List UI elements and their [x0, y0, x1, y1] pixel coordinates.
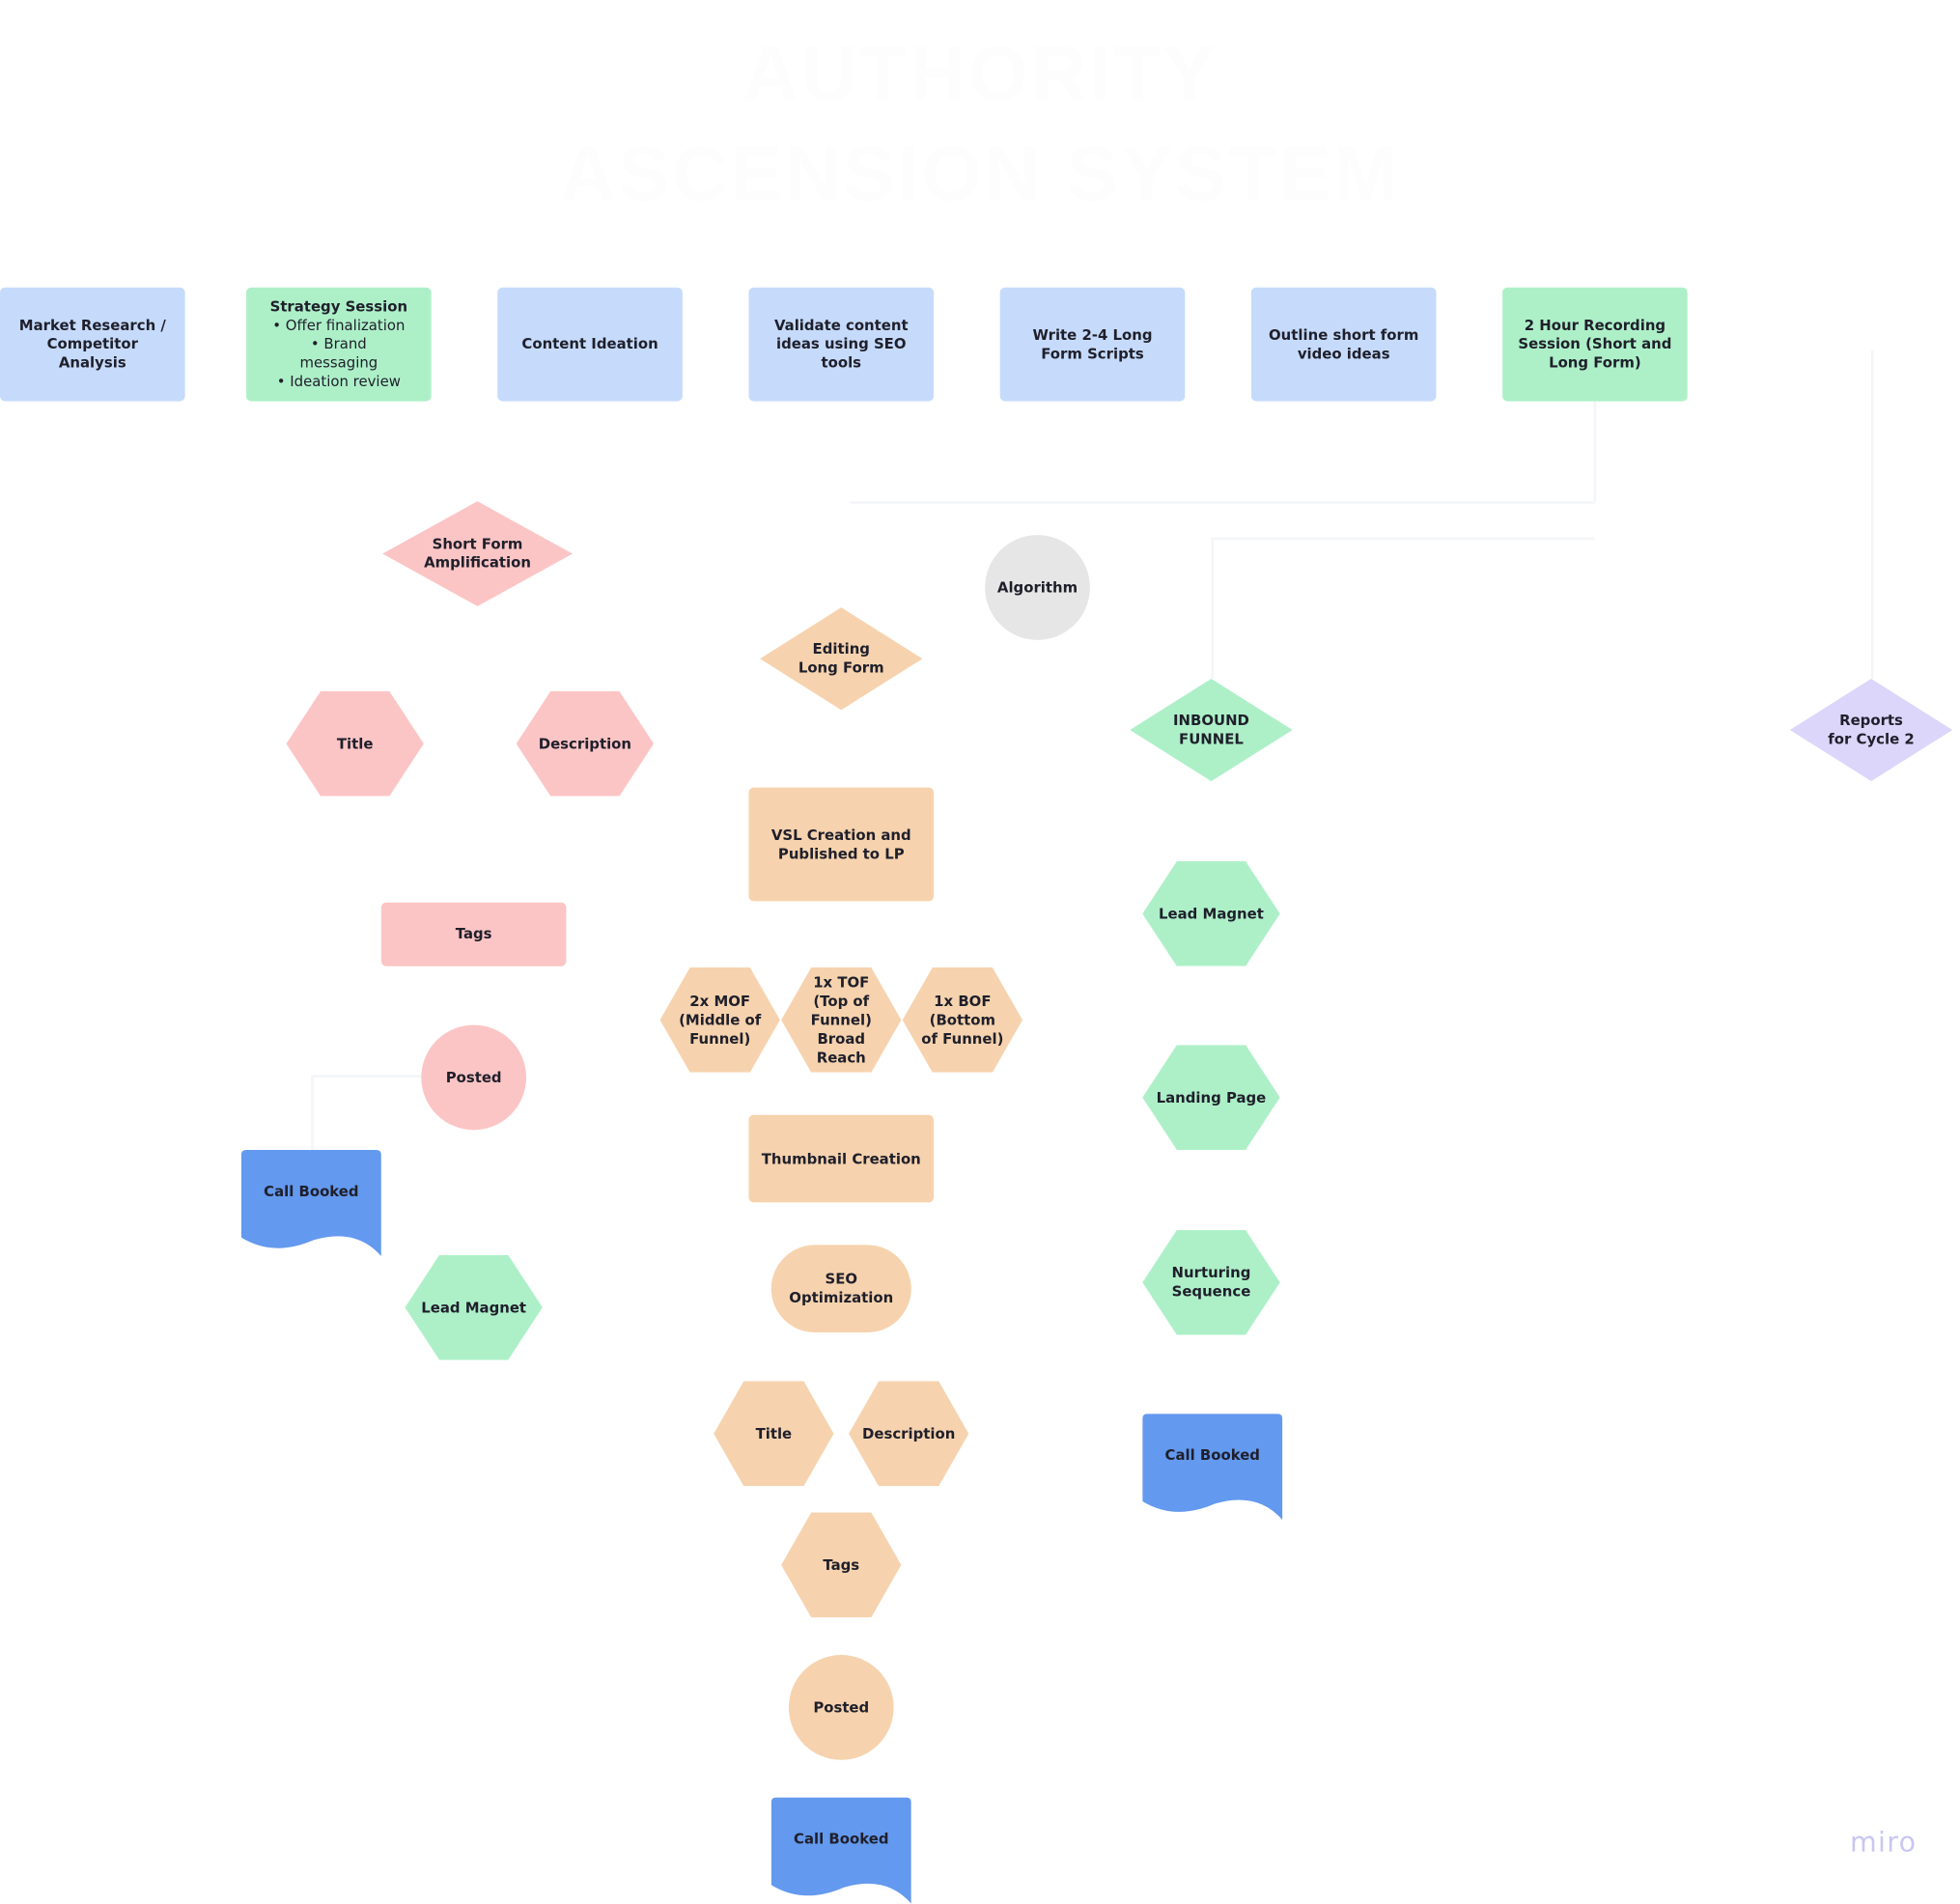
algorithm-circle[interactable]: Algorithm: [985, 535, 1090, 640]
miro-logo: miro: [1850, 1827, 1918, 1860]
document-shape: [1142, 1414, 1283, 1521]
board-title-line1: AUTHORITY: [742, 31, 1218, 118]
strategy-bullet: • Offer finalization: [272, 316, 406, 334]
connector: [1211, 537, 1215, 679]
short-form-tags-card[interactable]: Tags: [380, 902, 567, 966]
tof-hex[interactable]: 1x TOF (Top of Funnel) Broad Reach: [781, 967, 902, 1073]
mof-hex[interactable]: 2x MOF (Middle of Funnel): [659, 967, 780, 1073]
landing-page-hex[interactable]: Landing Page: [1142, 1045, 1280, 1151]
strategy-bullet: messaging: [299, 353, 378, 372]
long-form-posted-circle[interactable]: Posted: [788, 1655, 894, 1760]
nurturing-sequence-hex[interactable]: Nurturing Sequence: [1142, 1229, 1280, 1335]
document-shape: [770, 1797, 911, 1904]
long-form-tags-hex[interactable]: Tags: [781, 1512, 902, 1618]
content-ideation-card[interactable]: Content Ideation: [497, 287, 683, 402]
short-form-amplification-diamond[interactable]: Short Form Amplification: [382, 501, 573, 606]
write-scripts-card[interactable]: Write 2-4 Long Form Scripts: [999, 287, 1186, 402]
long-form-title-hex[interactable]: Title: [714, 1381, 834, 1487]
short-form-posted-circle[interactable]: Posted: [421, 1024, 527, 1131]
call-booked-label: Call Booked: [264, 1182, 359, 1200]
seo-optimization-stadium[interactable]: SEO Optimization: [770, 1245, 911, 1333]
connector: [850, 501, 1595, 504]
short-form-lead-magnet-hex[interactable]: Lead Magnet: [405, 1254, 543, 1360]
inbound-funnel-diamond[interactable]: INBOUND FUNNEL: [1130, 678, 1293, 782]
call-booked-label: Call Booked: [794, 1830, 889, 1848]
long-form-description-hex[interactable]: Description: [849, 1381, 969, 1487]
strategy-bullet: • Brand: [310, 334, 367, 353]
short-form-call-booked-doc[interactable]: Call Booked: [240, 1150, 381, 1257]
vsl-creation-card[interactable]: VSL Creation and Published to LP: [748, 787, 935, 902]
short-form-description-hex[interactable]: Description: [516, 690, 655, 797]
inbound-lead-magnet-hex[interactable]: Lead Magnet: [1142, 860, 1280, 966]
connector: [1211, 537, 1595, 541]
editing-long-form-diamond[interactable]: Editing Long Form: [760, 607, 923, 711]
connector: [311, 1075, 424, 1078]
recording-session-card[interactable]: 2 Hour Recording Session (Short and Long…: [1502, 287, 1688, 402]
short-form-title-hex[interactable]: Title: [286, 690, 424, 797]
thumbnail-creation-card[interactable]: Thumbnail Creation: [748, 1114, 935, 1203]
bof-hex[interactable]: 1x BOF (Bottom of Funnel): [902, 967, 1022, 1073]
connector: [1871, 350, 1874, 679]
strategy-bullet: • Ideation review: [276, 372, 401, 390]
inbound-call-booked-doc[interactable]: Call Booked: [1142, 1414, 1283, 1521]
connector: [1593, 401, 1597, 502]
long-form-call-booked-doc[interactable]: Call Booked: [770, 1797, 911, 1904]
market-research-card[interactable]: Market Research / Competitor Analysis: [0, 287, 185, 402]
outline-short-form-card[interactable]: Outline short form video ideas: [1250, 287, 1437, 402]
document-shape: [240, 1150, 381, 1257]
connector: [311, 1075, 314, 1151]
call-booked-label: Call Booked: [1164, 1445, 1260, 1464]
strategy-session-card[interactable]: Strategy Session • Offer finalization • …: [246, 287, 432, 402]
strategy-session-heading: Strategy Session: [269, 297, 408, 316]
validate-ideas-card[interactable]: Validate content ideas using SEO tools: [748, 287, 935, 402]
board-title-line2: ASCENSION SYSTEM: [559, 130, 1401, 218]
reports-cycle-2-diamond[interactable]: Reports for Cycle 2: [1789, 678, 1953, 782]
